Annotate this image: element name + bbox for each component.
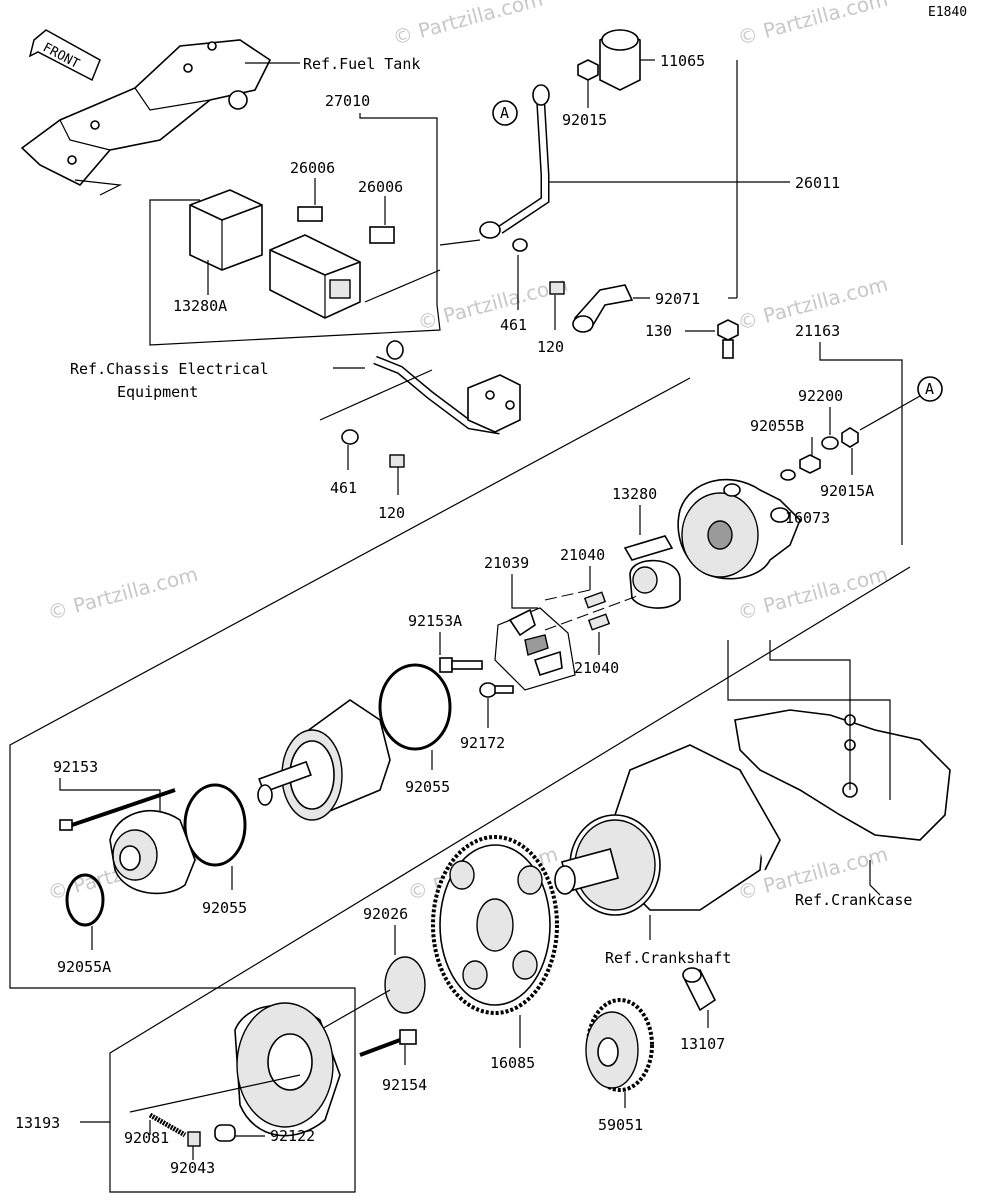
label-92055b: 92055B (750, 417, 804, 435)
spring-92081 (148, 1112, 187, 1138)
label-92015a: 92015A (820, 482, 874, 500)
terminal-cap-11065 (599, 29, 641, 91)
label-92154: 92154 (382, 1076, 427, 1094)
bolt-120-b (389, 454, 405, 468)
label-16085: 16085 (490, 1054, 535, 1072)
front-arrow-icon: FRONT (28, 29, 101, 82)
label-13107: 13107 (680, 1035, 725, 1053)
watermark: © Partzilla.com (390, 0, 545, 50)
callout-a: A (500, 104, 509, 122)
bolt-92153a (439, 657, 483, 673)
label-ref-crankshaft: Ref.Crankshaft (605, 949, 731, 967)
washer-461-b (341, 429, 359, 445)
starter-clutch-13193 (234, 1002, 341, 1137)
diagram-code: E1840 (928, 5, 967, 20)
label-59051: 59051 (598, 1116, 643, 1134)
label-ref-fuel-tank: Ref.Fuel Tank (303, 55, 420, 73)
spring-21040-a (583, 591, 607, 609)
label-21163: 21163 (795, 322, 840, 340)
idle-gear-59051 (585, 998, 654, 1092)
roller-92122 (214, 1124, 236, 1142)
label-16073: 16073 (785, 509, 830, 527)
label-92055a: 92055A (57, 958, 111, 976)
label-26006-a: 26006 (290, 159, 335, 177)
starter-gear-16085 (431, 835, 559, 1015)
spring-21040-b (587, 613, 611, 631)
front-cover (109, 809, 196, 895)
label-21040-a: 21040 (560, 546, 605, 564)
label-130: 130 (645, 322, 672, 340)
starter-relay (189, 189, 361, 319)
label-13280a: 13280A (173, 297, 227, 315)
label-ref-chassis-1: Ref.Chassis Electrical (70, 360, 269, 378)
o-ring-92055-a (378, 663, 452, 751)
end-cover-16073 (677, 478, 801, 580)
through-bolt-92153 (59, 788, 176, 831)
label-92055-b: 92055 (202, 899, 247, 917)
label-92043: 92043 (170, 1159, 215, 1177)
washer-461 (512, 238, 528, 252)
fuse-26006 (297, 206, 395, 244)
screw-92172 (479, 682, 514, 698)
label-11065: 11065 (660, 52, 705, 70)
watermark: © Partzilla.com (415, 272, 570, 335)
crankcase (727, 640, 951, 841)
label-92153a: 92153A (408, 612, 462, 630)
label-ref-crankcase: Ref.Crankcase (795, 891, 912, 909)
callout-a-2: A (925, 380, 934, 398)
label-92172: 92172 (460, 734, 505, 752)
label-461-b: 461 (330, 479, 357, 497)
watermark: © Partzilla.com (45, 562, 200, 625)
pin-92043 (187, 1131, 201, 1147)
collar-13107 (682, 967, 717, 1012)
label-27010: 27010 (325, 92, 370, 110)
label-92055-a: 92055 (405, 778, 450, 796)
starter-motor-yoke (257, 699, 391, 821)
brush-holder-13280 (623, 535, 681, 609)
label-92200: 92200 (798, 387, 843, 405)
chassis-cable (373, 340, 521, 435)
label-13193: 13193 (15, 1114, 60, 1132)
label-26011: 26011 (795, 174, 840, 192)
nut-92015 (577, 59, 599, 81)
label-21040-b: 21040 (574, 659, 619, 677)
bolt-120 (549, 281, 565, 295)
label-ref-chassis-2: Equipment (117, 383, 198, 401)
label-13280: 13280 (612, 485, 657, 503)
label-120-a: 120 (537, 338, 564, 356)
brush-set-21039 (494, 607, 576, 691)
o-ring-92055a (65, 873, 105, 927)
terminal-boot-92071 (572, 284, 634, 333)
watermark: © Partzilla.com (735, 0, 890, 50)
bolt-92154 (359, 1029, 417, 1057)
bolt-130 (717, 319, 739, 359)
label-92153: 92153 (53, 758, 98, 776)
o-ring-92055-b (183, 783, 247, 867)
crankshaft (554, 744, 781, 916)
fuel-tank-bracket (20, 39, 272, 196)
label-26006-b: 26006 (358, 178, 403, 196)
starter-cable-26011 (479, 84, 550, 239)
label-21039: 21039 (484, 554, 529, 572)
label-92026: 92026 (363, 905, 408, 923)
label-92081: 92081 (124, 1129, 169, 1147)
label-120-b: 120 (378, 504, 405, 522)
washer-92026 (384, 956, 426, 1014)
label-461-a: 461 (500, 316, 527, 334)
label-92015: 92015 (562, 111, 607, 129)
label-92071: 92071 (655, 290, 700, 308)
label-92122: 92122 (270, 1127, 315, 1145)
